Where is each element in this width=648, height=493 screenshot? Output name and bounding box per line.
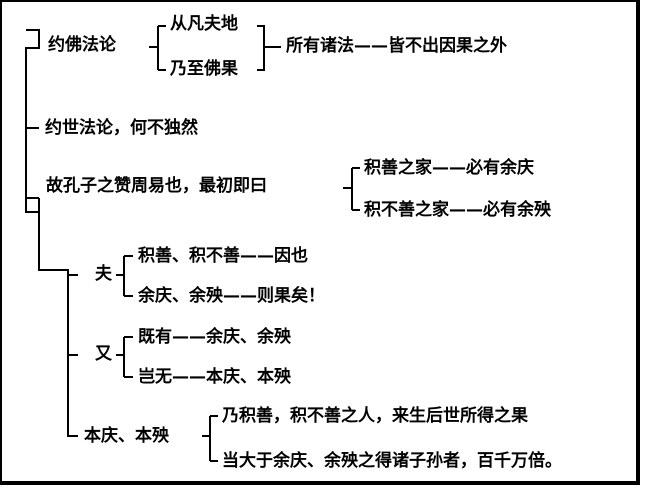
second-spine <box>38 198 78 437</box>
node-you: 又 <box>95 344 112 364</box>
node-yin: 积善、积不善——因也 <box>138 246 308 266</box>
node-jiyou: 既有——余庆、余殃 <box>138 327 291 347</box>
fofa-bracket <box>149 25 166 71</box>
node-guo: 余庆、余殃——则果矣！ <box>138 286 325 306</box>
diagram-frame <box>0 0 640 485</box>
main-spine <box>25 29 40 213</box>
kongzi-bracket <box>343 167 360 211</box>
node-shifa: 约世法论，何不独然 <box>45 118 198 138</box>
node-fu: 夫 <box>95 264 112 284</box>
you-bracket <box>116 336 133 378</box>
node-qiwu: 岂无——本庆、本殃 <box>138 367 291 387</box>
node-jishan-qing: 积善之家——必有余庆 <box>364 158 534 178</box>
node-benqing: 本庆、本殃 <box>84 426 169 446</box>
node-fanfu: 从凡夫地 <box>170 14 238 34</box>
fu-bracket <box>116 255 133 297</box>
node-laisheng: 乃积善，积不善之人，来生后世所得之果 <box>222 406 528 426</box>
node-kongzi: 故孔子之赞周易也，最初即曰 <box>46 176 267 196</box>
node-zhifo: 乃至佛果 <box>170 59 238 79</box>
node-suoyou: 所有诸法——皆不出因果之外 <box>286 36 507 56</box>
node-dangda: 当大于余庆、余殃之得诸子孙者，百千万倍。 <box>222 451 562 471</box>
node-jibushan-yang: 积不善之家——必有余殃 <box>364 200 551 220</box>
fofa-right-bracket <box>257 25 281 71</box>
benqing-bracket <box>202 415 218 462</box>
node-fofa: 约佛法论 <box>48 35 116 55</box>
